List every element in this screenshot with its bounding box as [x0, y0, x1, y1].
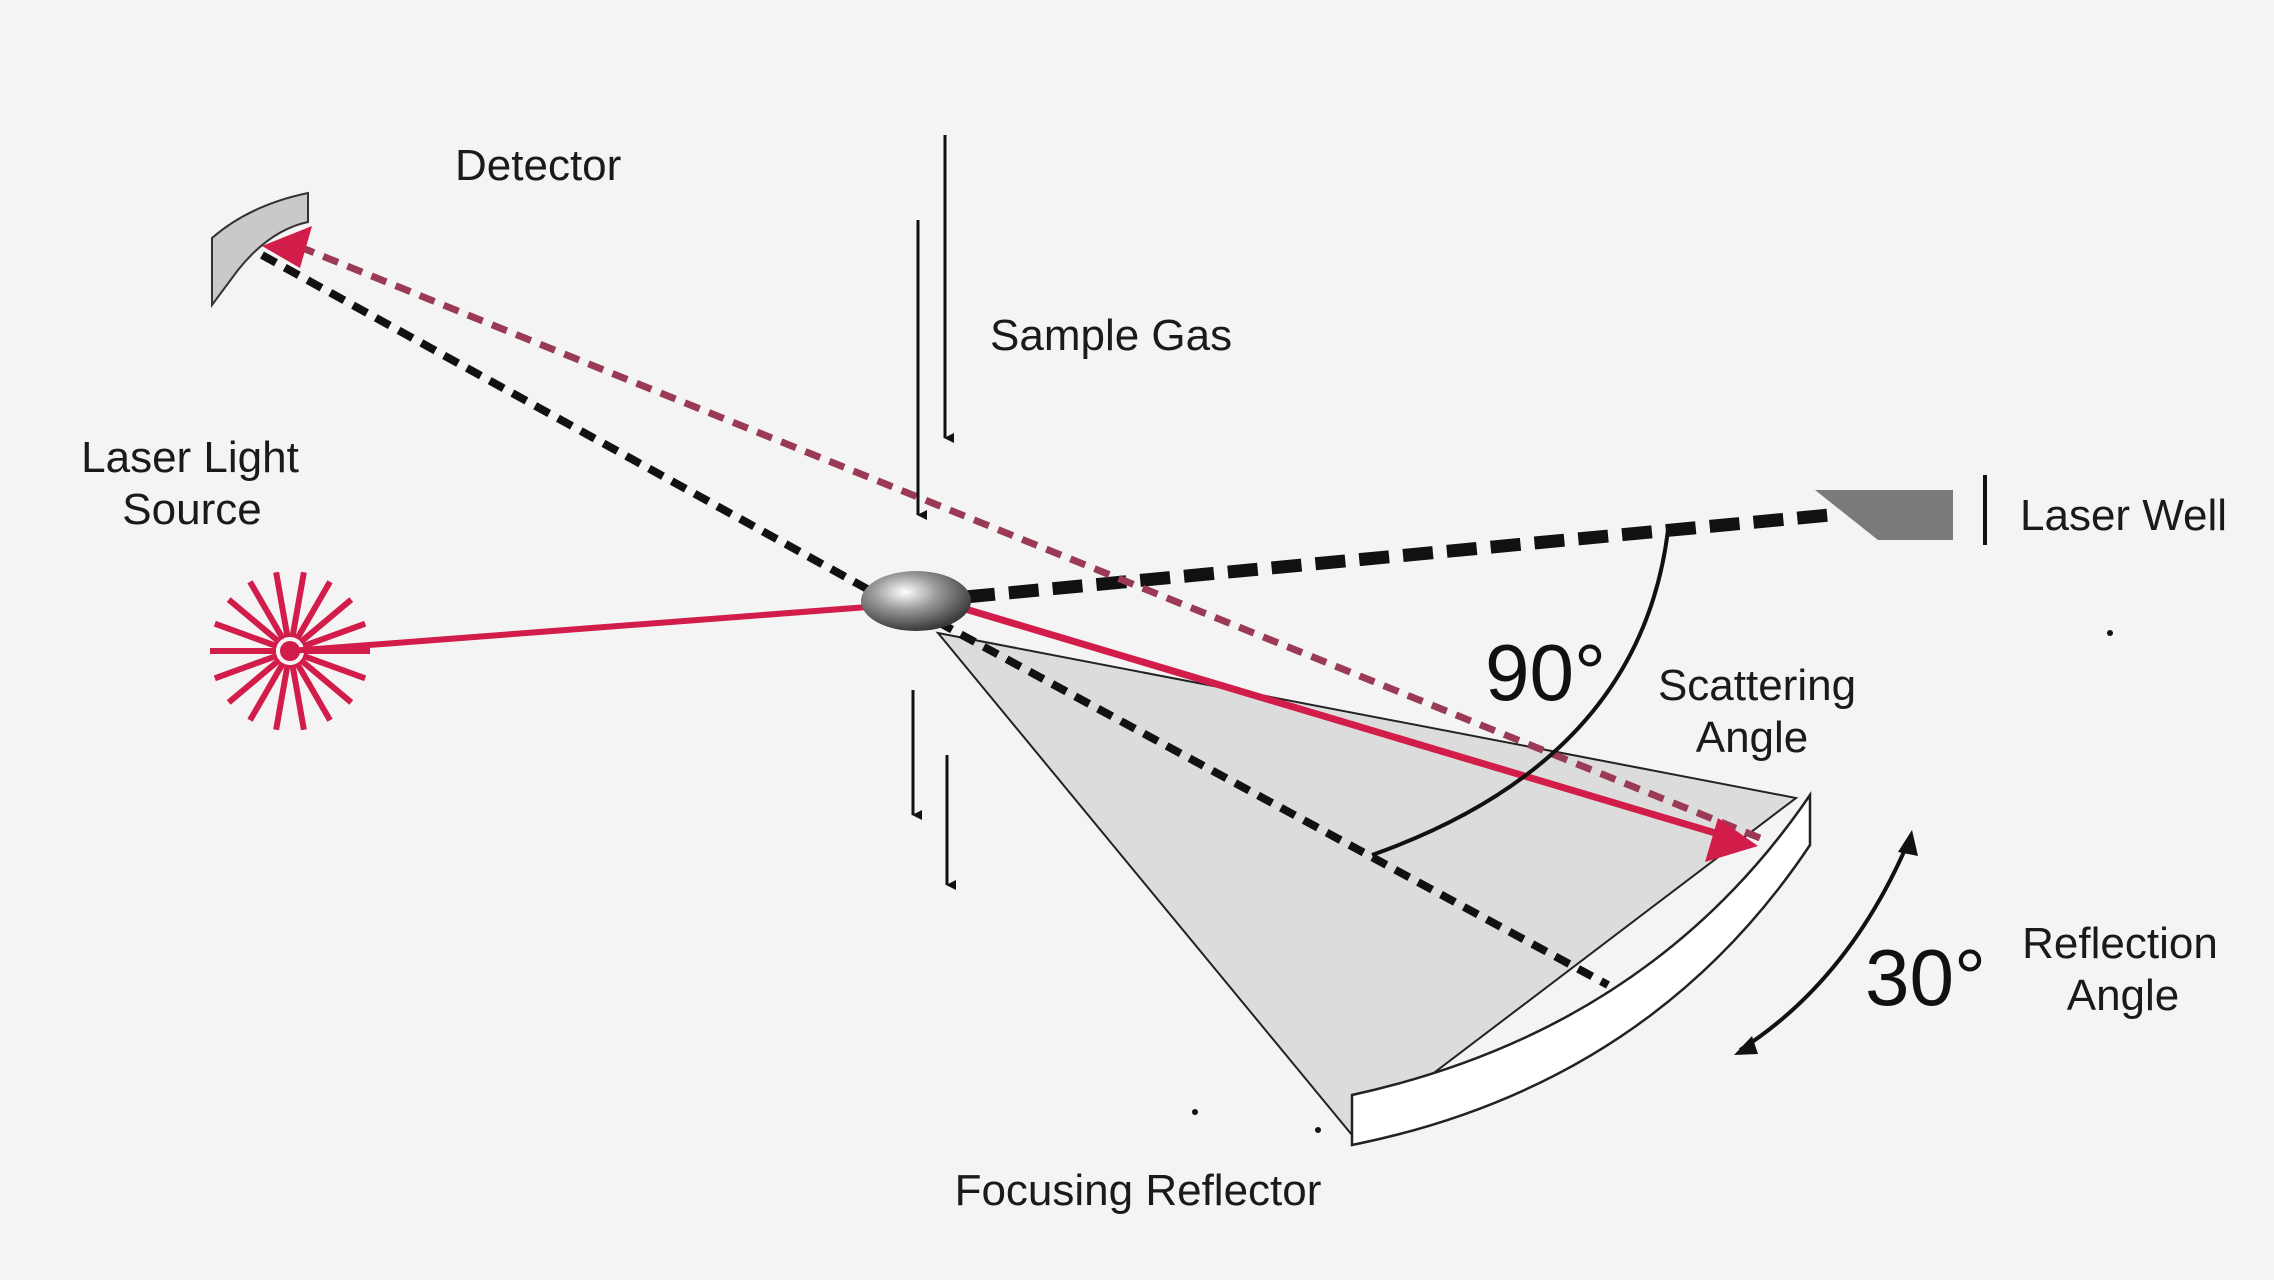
reflection-angle-label-line1: Reflection — [2022, 919, 2218, 968]
scattered-beam-dashed — [298, 243, 1762, 842]
laser-source-ray — [226, 597, 282, 645]
stray-dot — [1315, 1127, 1321, 1133]
detector-arrowhead — [262, 226, 312, 268]
laser-source-ray — [302, 620, 367, 650]
laser-well-block — [1815, 490, 1953, 540]
stray-dot — [1192, 1109, 1198, 1115]
sample-gas-label: Sample Gas — [990, 311, 1232, 360]
stray-dot — [2107, 630, 2113, 636]
sample-particle — [861, 571, 971, 631]
reflection-angle-value: 30° — [1865, 933, 1986, 1022]
laser-source-ray — [213, 652, 278, 682]
focusing-reflector-mirror — [1350, 790, 1812, 1147]
laser-source-ray — [289, 571, 307, 638]
laser-source-label-line2: Source — [122, 485, 261, 534]
reflection-arrow-up — [1898, 830, 1918, 856]
reflection-angle-arc — [1738, 837, 1912, 1052]
laser-beam-incident — [289, 604, 869, 654]
laser-source-ray — [247, 580, 286, 641]
laser-source-ray — [226, 657, 282, 705]
laser-source-ray — [247, 661, 286, 722]
laser-source-ray — [302, 652, 367, 682]
reflector-arrowhead — [1705, 818, 1758, 862]
scattering-angle-arc — [1371, 529, 1670, 857]
dashed-line-to-laser-well — [964, 508, 1831, 604]
laser-source-ray — [298, 657, 354, 705]
dashed-line-to-detector — [260, 251, 882, 600]
reflector-cone — [935, 631, 1799, 1137]
laser-source-ray — [273, 664, 291, 731]
reflection-arrow-down — [1734, 1036, 1758, 1055]
laser-source-label-line1: Laser Light — [81, 433, 299, 482]
laser-source-ray — [213, 620, 278, 650]
detector-plate — [211, 191, 309, 309]
dashed-line-to-reflector — [936, 618, 1610, 989]
laser-source-ray — [294, 580, 333, 641]
laser-source-ray — [294, 661, 333, 722]
focusing-reflector-label: Focusing Reflector — [955, 1166, 1322, 1215]
scattering-angle-value: 90° — [1485, 628, 1606, 717]
scattering-angle-label-line1: Scattering — [1658, 661, 1856, 710]
reflection-angle-label-line2: Angle — [2067, 971, 2180, 1020]
scattering-angle-label-line2: Angle — [1696, 713, 1809, 762]
laser-source-ray — [289, 664, 307, 731]
laser-source-icon — [210, 571, 370, 731]
laser-source-ray — [273, 571, 291, 638]
detector-label: Detector — [455, 141, 621, 190]
laser-well-label: Laser Well — [2020, 491, 2227, 540]
laser-source-core — [280, 641, 300, 661]
laser-beam-to-reflector — [960, 604, 1724, 839]
laser-source-ray — [298, 597, 354, 645]
